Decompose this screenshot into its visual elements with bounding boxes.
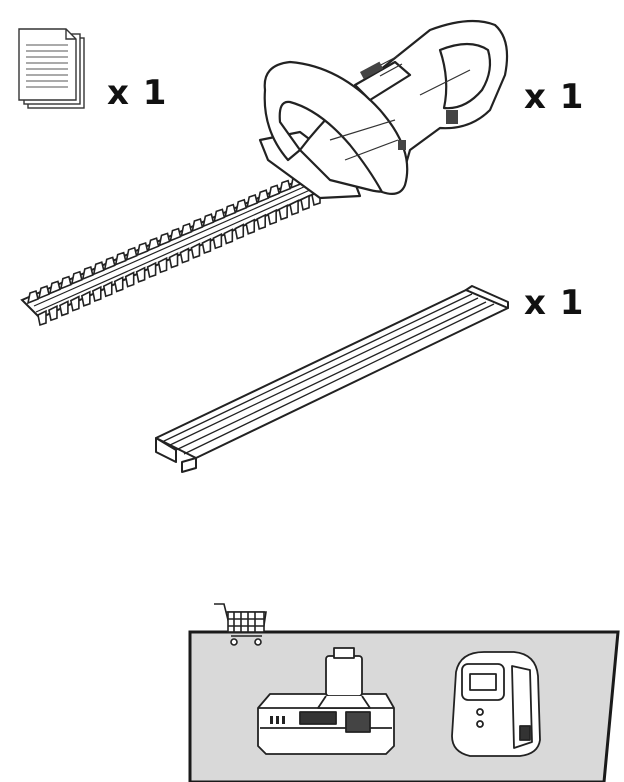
blade-tooth-upper <box>169 227 182 242</box>
blade-tooth-upper <box>26 289 39 305</box>
blade-tooth-lower <box>300 194 310 211</box>
blade-tooth-upper <box>300 169 313 185</box>
blade-tooth-upper <box>180 222 193 238</box>
blade-tooth-lower <box>245 218 256 235</box>
battery-pack-icon <box>257 647 395 755</box>
blade-tooth-upper <box>37 285 50 300</box>
blade-tooth-lower <box>146 261 157 279</box>
blade-tooth-lower <box>234 223 245 240</box>
blade-tooth-lower <box>102 280 113 298</box>
trimmer-blade <box>20 178 321 320</box>
blade-tooth-lower <box>113 276 124 293</box>
blade-tooth-upper <box>147 237 160 252</box>
blade-tooth-lower <box>59 300 69 317</box>
blade-tooth-upper <box>213 208 226 223</box>
blade-tooth-upper <box>235 198 248 214</box>
blade-tooth-upper <box>125 246 138 262</box>
blade-tooth-lower <box>289 199 299 216</box>
blade-cover-quantity: x 1 <box>524 283 585 323</box>
blade-tooth-upper <box>246 193 259 209</box>
manual-quantity: x 1 <box>107 73 168 113</box>
blade-tooth-upper <box>114 251 127 266</box>
blade-tooth-upper <box>279 179 292 194</box>
blade-tooth-upper <box>202 213 215 228</box>
blade-tooth-lower <box>190 242 201 259</box>
blade-tooth-lower <box>48 304 58 322</box>
blade-tooth-lower <box>37 309 47 327</box>
blade-tooth-lower <box>278 204 288 221</box>
blade-tooth-upper <box>48 280 61 295</box>
shopping-cart-icon <box>214 603 267 646</box>
blade-tooth-upper <box>81 265 94 281</box>
blade-tooth-lower <box>311 189 321 207</box>
trimmer-quantity: x 1 <box>524 77 585 117</box>
blade-tooth-lower <box>69 295 80 312</box>
blade-tooth-upper <box>136 241 149 257</box>
blade-tooth-lower <box>91 285 102 303</box>
blade-tooth-upper <box>103 256 116 271</box>
blade-tooth-lower <box>201 237 212 255</box>
blade-tooth-upper <box>92 261 105 276</box>
blade-tooth-lower <box>135 266 146 283</box>
blade-tooth-lower <box>124 271 135 288</box>
blade-tooth-upper <box>70 270 83 286</box>
blade-tooth-upper <box>191 217 204 233</box>
blade-tooth-upper <box>289 174 302 190</box>
battery-charger-icon <box>451 651 541 757</box>
blade-tooth-lower <box>80 290 91 307</box>
blade-tooth-upper <box>257 189 270 204</box>
blade-tooth-lower <box>212 232 223 250</box>
blade-tooth-upper <box>268 184 281 199</box>
blade-tooth-upper <box>158 232 171 247</box>
blade-tooth-upper <box>59 275 72 290</box>
blade-tooth-lower <box>267 208 277 226</box>
blade-tooth-lower <box>168 252 179 269</box>
blade-tooth-lower <box>223 228 234 245</box>
blade-tooth-lower <box>179 247 190 264</box>
blade-tooth-lower <box>256 213 266 231</box>
blade-tooth-upper <box>224 203 237 218</box>
blade-tooth-lower <box>157 256 168 274</box>
